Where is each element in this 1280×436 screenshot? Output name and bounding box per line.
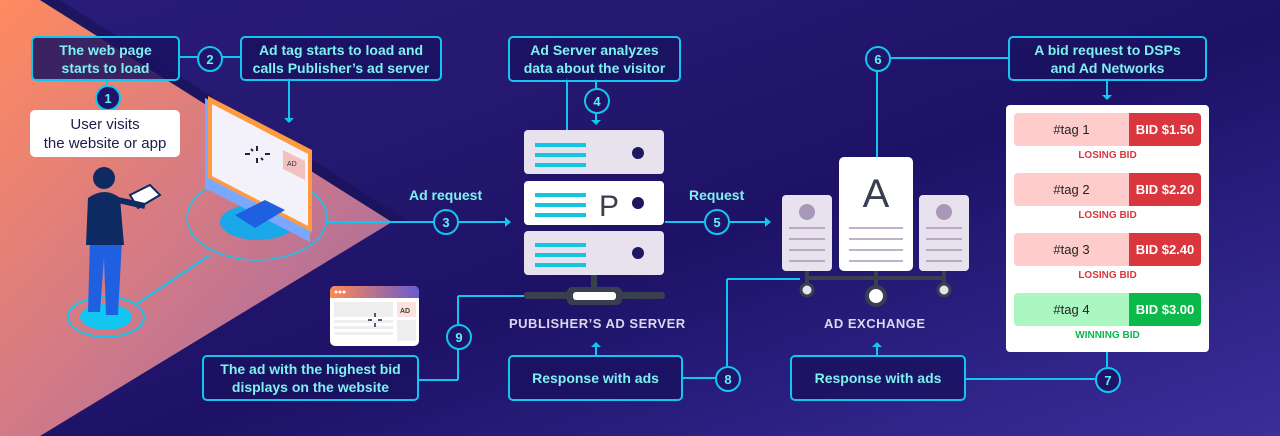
step-2-box: Ad tag starts to load and calls Publishe… (240, 36, 442, 81)
bid-tag: #tag 4 (1014, 293, 1129, 326)
bid-amount: BID $3.00 (1129, 293, 1201, 326)
step-7-number: 7 (1095, 367, 1121, 393)
step-6-number: 6 (865, 46, 891, 72)
step-1-box: The web page starts to load (31, 36, 180, 81)
step-8-box: Response with ads (508, 355, 683, 401)
bid-amount: BID $2.40 (1129, 233, 1201, 266)
bid-status: LOSING BID (1078, 210, 1137, 221)
publisher-server-illustration: P (524, 130, 665, 305)
step-5-label: Request (689, 187, 745, 203)
step-1-number: 1 (95, 85, 121, 111)
step-9-box: The ad with the highest bid displays on … (202, 355, 419, 401)
step-7-box: Response with ads (790, 355, 966, 401)
bid-status: LOSING BID (1078, 150, 1137, 161)
bid-panel: #tag 1 BID $1.50 LOSING BID #tag 2 BID $… (1006, 105, 1209, 352)
bid-amount: BID $1.50 (1129, 113, 1201, 146)
step-8-number: 8 (715, 366, 741, 392)
bid-tag: #tag 3 (1014, 233, 1129, 266)
step-3-number: 3 (433, 209, 459, 235)
step-6-box: A bid request to DSPs and Ad Networks (1008, 36, 1207, 81)
step-5-number: 5 (704, 209, 730, 235)
bid-row: #tag 4 BID $3.00 (1014, 293, 1201, 326)
step-9-number: 9 (446, 324, 472, 350)
bid-tag: #tag 2 (1014, 173, 1129, 206)
loading-spinner-icon (245, 146, 270, 163)
browser-window-illustration: AD (330, 286, 419, 346)
monitor-illustration: AD (186, 96, 328, 261)
server-letter: P (599, 190, 619, 223)
browser-loading-icon (368, 313, 382, 327)
step-4-number: 4 (584, 88, 610, 114)
arrowheads (284, 95, 1112, 347)
publisher-server-caption: PUBLISHER’S AD SERVER (509, 316, 686, 331)
user-illustration (67, 167, 162, 338)
bid-row: #tag 2 BID $2.20 (1014, 173, 1201, 206)
connector-lines (106, 56, 1108, 381)
bid-row: #tag 3 BID $2.40 (1014, 233, 1201, 266)
bid-status: WINNING BID (1075, 330, 1140, 341)
step-4-box: Ad Server analyzes data about the visito… (508, 36, 681, 82)
bid-status: LOSING BID (1078, 270, 1137, 281)
exchange-letter: A (863, 172, 890, 216)
ad-exchange-illustration: A (782, 157, 969, 307)
bid-tag: #tag 1 (1014, 113, 1129, 146)
monitor-ad-label: AD (287, 161, 297, 168)
ad-exchange-caption: AD EXCHANGE (824, 316, 926, 331)
browser-ad-label: AD (400, 308, 410, 315)
bid-row: #tag 1 BID $1.50 (1014, 113, 1201, 146)
bid-amount: BID $2.20 (1129, 173, 1201, 206)
step-1-user-visits: User visits the website or app (30, 110, 180, 157)
step-2-number: 2 (197, 46, 223, 72)
step-3-label: Ad request (409, 187, 483, 203)
